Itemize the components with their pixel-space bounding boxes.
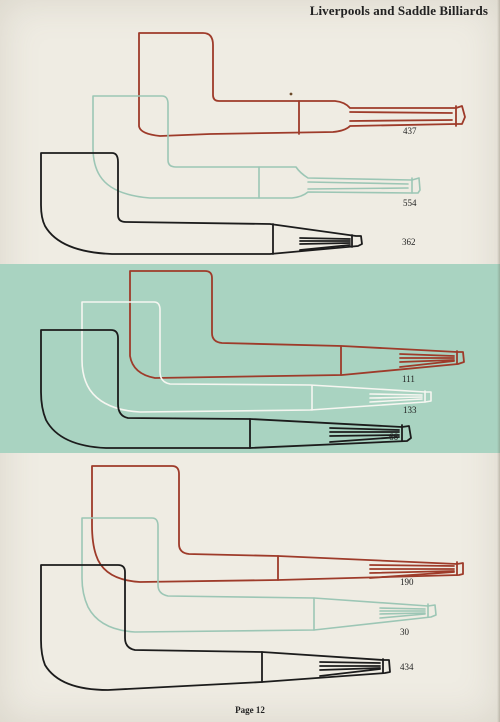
pipe-outline-133 [81, 301, 432, 413]
pipe-number-554: 554 [403, 198, 417, 208]
pipe-outline-554 [92, 95, 421, 199]
pipe-number-190: 190 [400, 577, 414, 587]
pipe-outline-30 [81, 517, 437, 633]
pipe-outline-362 [40, 152, 363, 255]
pipe-outline-434 [40, 564, 391, 691]
pipe-number-133: 133 [403, 405, 417, 415]
pipe-outline-437 [138, 32, 466, 137]
ink-speck [289, 92, 293, 96]
pipe-outline-111 [129, 270, 465, 379]
pipe-number-437: 437 [403, 126, 417, 136]
pipe-number-66: 66 [389, 432, 398, 442]
pipe-number-362: 362 [402, 237, 416, 247]
pipe-number-434: 434 [400, 662, 414, 672]
pipe-outline-66 [40, 329, 412, 449]
pipe-number-30: 30 [400, 627, 409, 637]
pipe-number-111: 111 [402, 374, 415, 384]
page-number: Page 12 [235, 705, 265, 715]
pipe-outline-190 [91, 465, 464, 583]
page-title: Liverpools and Saddle Billiards [309, 3, 488, 18]
paper-edge-shadow [497, 0, 500, 722]
